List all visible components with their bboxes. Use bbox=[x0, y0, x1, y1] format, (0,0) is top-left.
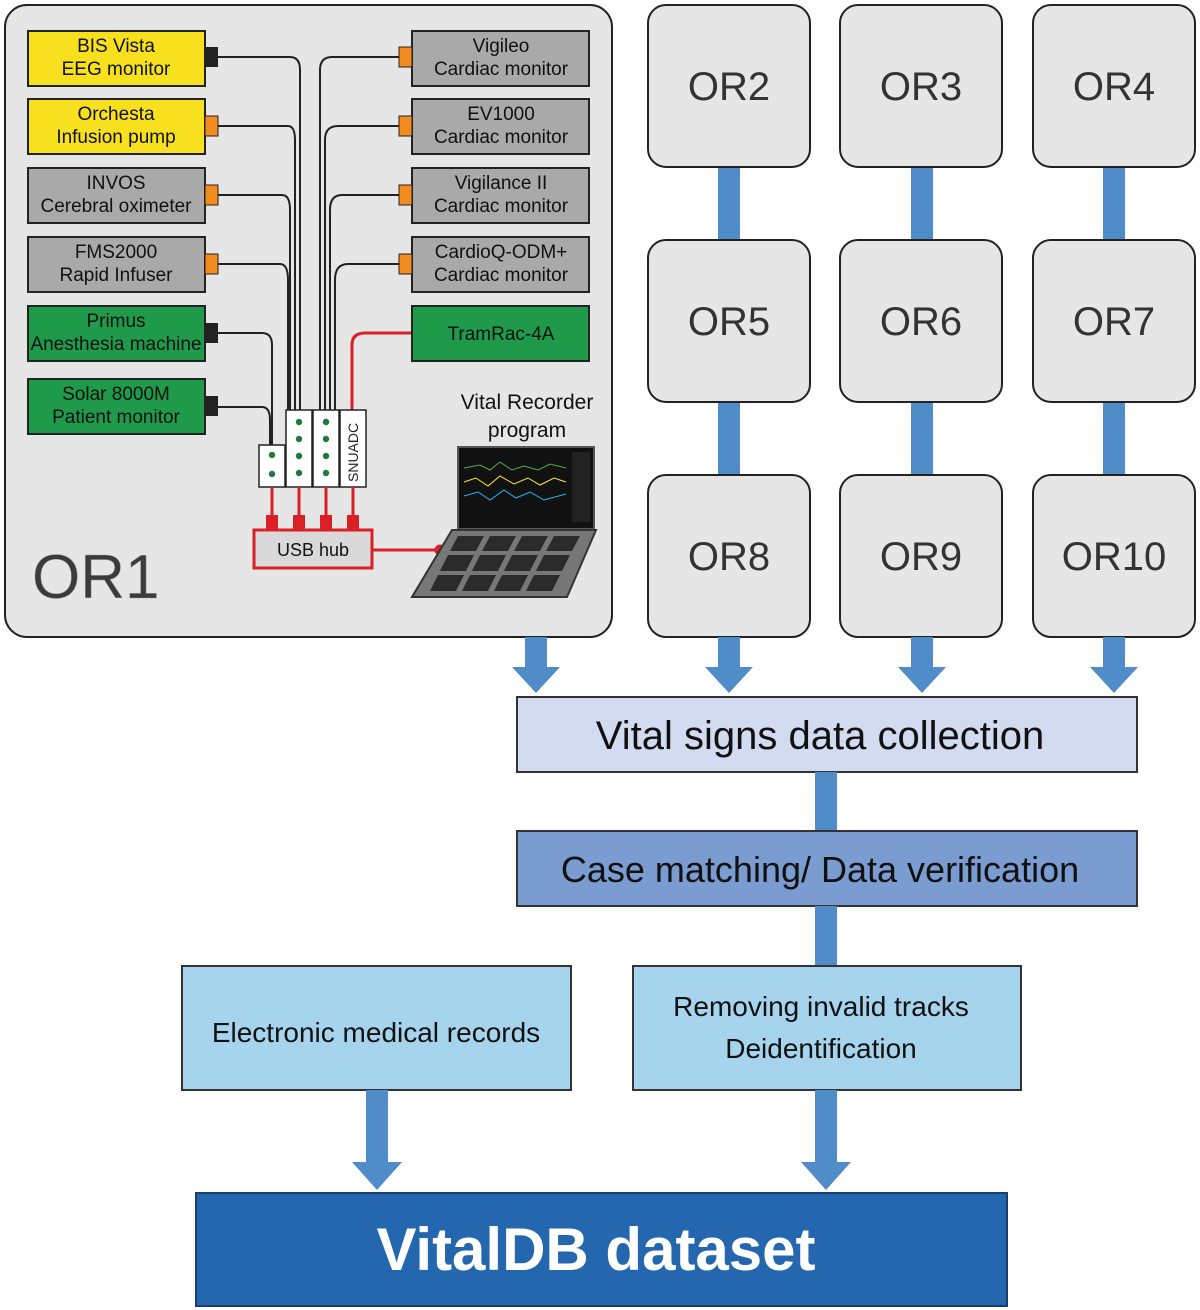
or-box: OR7 bbox=[1032, 239, 1196, 403]
device-vigileo: Vigileo Cardiac monitor bbox=[398, 30, 590, 87]
device-type: Infusion pump bbox=[56, 127, 175, 148]
arrow-down-icon bbox=[1090, 637, 1138, 693]
or-box: OR3 bbox=[839, 4, 1003, 168]
device-name: Vigilance II bbox=[455, 173, 548, 194]
device-name: TramRac-4A bbox=[448, 324, 555, 345]
or-label: OR2 bbox=[688, 65, 770, 109]
arrow-down-icon bbox=[705, 637, 753, 693]
device-fms2000: FMS2000 Rapid Infuser bbox=[27, 236, 219, 293]
device-cardioq: CardioQ-ODM+ Cardiac monitor bbox=[398, 236, 590, 293]
dataset-box: VitalDB dataset bbox=[195, 1192, 1008, 1307]
usb-cables bbox=[266, 487, 446, 556]
or1-panel: OR1 BIS Vista EEG monitor Orchesta bbox=[4, 4, 613, 638]
or-connectors bbox=[718, 167, 1125, 477]
device-orchesta: Orchesta Infusion pump bbox=[27, 98, 219, 155]
device-type: Cerebral oximeter bbox=[41, 196, 193, 217]
arrow-down-icon bbox=[801, 1090, 851, 1190]
or1-label: OR1 bbox=[32, 543, 159, 612]
emr-label: Electronic medical records bbox=[212, 1017, 540, 1048]
device-ev1000: EV1000 Cardiac monitor bbox=[398, 98, 590, 155]
or-grid: OR2 OR3 OR4 OR5 OR6 OR7 OR8 OR9 bbox=[647, 4, 1196, 638]
down-arrows bbox=[512, 637, 1138, 693]
device-name: CardioQ-ODM+ bbox=[435, 242, 568, 263]
usb-hub-label: USB hub bbox=[277, 540, 349, 560]
or-box: OR5 bbox=[647, 239, 811, 403]
recorder-label-line1: Vital Recorder bbox=[461, 391, 594, 414]
or-label: OR3 bbox=[880, 65, 962, 109]
collection-label: Vital signs data collection bbox=[596, 714, 1044, 758]
device-solar-8000m: Solar 8000M Patient monitor bbox=[27, 378, 218, 435]
matching-box: Case matching/ Data verification bbox=[516, 830, 1138, 907]
device-type: Rapid Infuser bbox=[59, 265, 173, 286]
device-type: Cardiac monitor bbox=[434, 59, 569, 80]
or-label: OR6 bbox=[880, 300, 962, 344]
device-primus: Primus Anesthesia machine bbox=[27, 305, 218, 362]
device-name: INVOS bbox=[86, 173, 145, 194]
laptop-icon bbox=[410, 446, 598, 598]
device-name: FMS2000 bbox=[75, 242, 157, 263]
or-label: OR10 bbox=[1062, 535, 1167, 579]
collection-box: Vital signs data collection bbox=[516, 696, 1138, 773]
arrow-down-icon bbox=[512, 637, 560, 693]
matching-label: Case matching/ Data verification bbox=[561, 849, 1079, 890]
usb-hub: USB hub bbox=[252, 528, 374, 570]
or-box: OR10 bbox=[1032, 474, 1196, 638]
device-name: Orchesta bbox=[77, 104, 155, 125]
device-vigilance-ii: Vigilance II Cardiac monitor bbox=[398, 167, 590, 224]
connector-collection-matching bbox=[815, 772, 837, 831]
or-label: OR7 bbox=[1073, 300, 1155, 344]
arrow-down-icon bbox=[898, 637, 946, 693]
device-name: Solar 8000M bbox=[62, 384, 170, 405]
device-tramrac: TramRac-4A bbox=[411, 305, 590, 362]
or-box: OR2 bbox=[647, 4, 811, 168]
cleaning-label-line2: Deidentification bbox=[725, 1033, 916, 1064]
device-bis-vista: BIS Vista EEG monitor bbox=[27, 30, 218, 87]
emr-box: Electronic medical records bbox=[181, 965, 572, 1091]
recorder-label-line2: program bbox=[488, 419, 566, 442]
cleaning-label-line1: Removing invalid tracks bbox=[673, 991, 969, 1022]
or-box: OR8 bbox=[647, 474, 811, 638]
device-type: Cardiac monitor bbox=[434, 196, 569, 217]
or-label: OR5 bbox=[688, 300, 770, 344]
device-name: BIS Vista bbox=[77, 36, 155, 57]
arrows-to-dataset bbox=[352, 1090, 851, 1190]
adc-label: SNUADC bbox=[345, 423, 361, 482]
or-box: OR6 bbox=[839, 239, 1003, 403]
device-type: Cardiac monitor bbox=[434, 127, 569, 148]
device-type: Patient monitor bbox=[52, 407, 180, 428]
or-box: OR9 bbox=[839, 474, 1003, 638]
connector-matching-cleaning bbox=[815, 906, 837, 965]
or-label: OR4 bbox=[1073, 65, 1155, 109]
arrow-down-icon bbox=[352, 1090, 402, 1190]
device-type: EEG monitor bbox=[62, 59, 171, 80]
serial-adapters: SNUADC bbox=[258, 409, 367, 488]
dataset-label: VitalDB dataset bbox=[376, 1216, 815, 1283]
device-name: Vigileo bbox=[473, 36, 530, 57]
device-type: Cardiac monitor bbox=[434, 265, 569, 286]
device-name: Primus bbox=[86, 311, 145, 332]
cleaning-box: Removing invalid tracks Deidentification bbox=[632, 965, 1022, 1091]
cables bbox=[218, 56, 401, 445]
or-box: OR4 bbox=[1032, 4, 1196, 168]
device-invos: INVOS Cerebral oximeter bbox=[27, 167, 219, 224]
or-label: OR8 bbox=[688, 535, 770, 579]
or-label: OR9 bbox=[880, 535, 962, 579]
tramrac-cable bbox=[350, 331, 412, 410]
device-name: EV1000 bbox=[467, 104, 535, 125]
device-type: Anesthesia machine bbox=[30, 334, 201, 355]
